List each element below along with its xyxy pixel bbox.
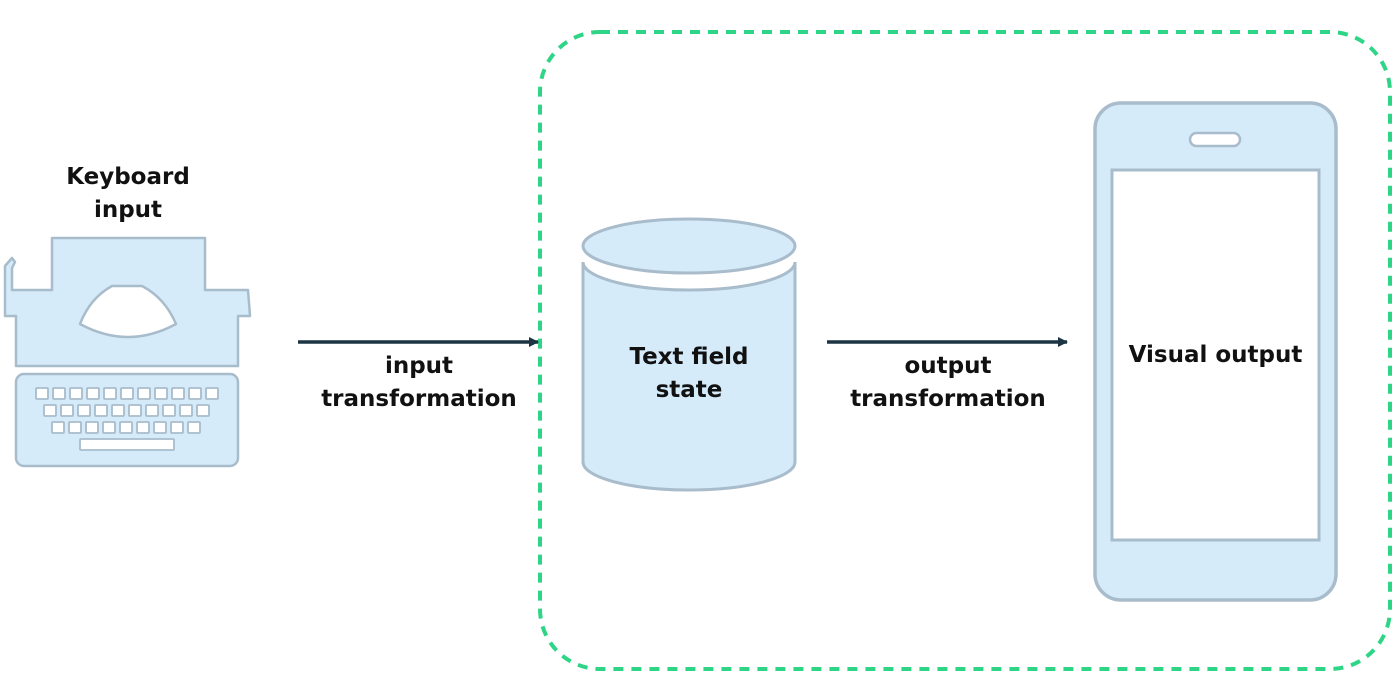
text-field-state-label: Text field state: [589, 341, 789, 407]
output-transformation-label-line-1: output: [904, 353, 992, 379]
phone-screen: [1110, 168, 1321, 542]
visual-output-label-line-1: Visual output: [1128, 342, 1303, 368]
text-field-boundary: [538, 30, 1392, 671]
text-field-state-label-line-2: state: [655, 377, 723, 403]
input-transformation-label: input transformation: [299, 350, 539, 416]
input-transformation-label-line-1: input: [384, 353, 454, 379]
visual-output-label: Visual output: [1112, 339, 1319, 372]
keyboard-input-label: Keyboard input: [28, 161, 228, 227]
phone-speaker: [1188, 131, 1242, 148]
text-field-state-label-line-1: Text field: [629, 344, 749, 370]
input-transformation-label-line-2: transformation: [321, 386, 517, 412]
keyboard-input-label-line-2: input: [93, 197, 163, 223]
typewriter-icon: [3, 236, 252, 468]
text-field-state-cylinder: [581, 217, 797, 492]
output-transformation-label-line-2: transformation: [850, 386, 1046, 412]
keyboard-input-label-line-1: Keyboard: [66, 164, 190, 190]
phone-icon: [1093, 101, 1338, 602]
output-transformation-label: output transformation: [828, 350, 1068, 416]
